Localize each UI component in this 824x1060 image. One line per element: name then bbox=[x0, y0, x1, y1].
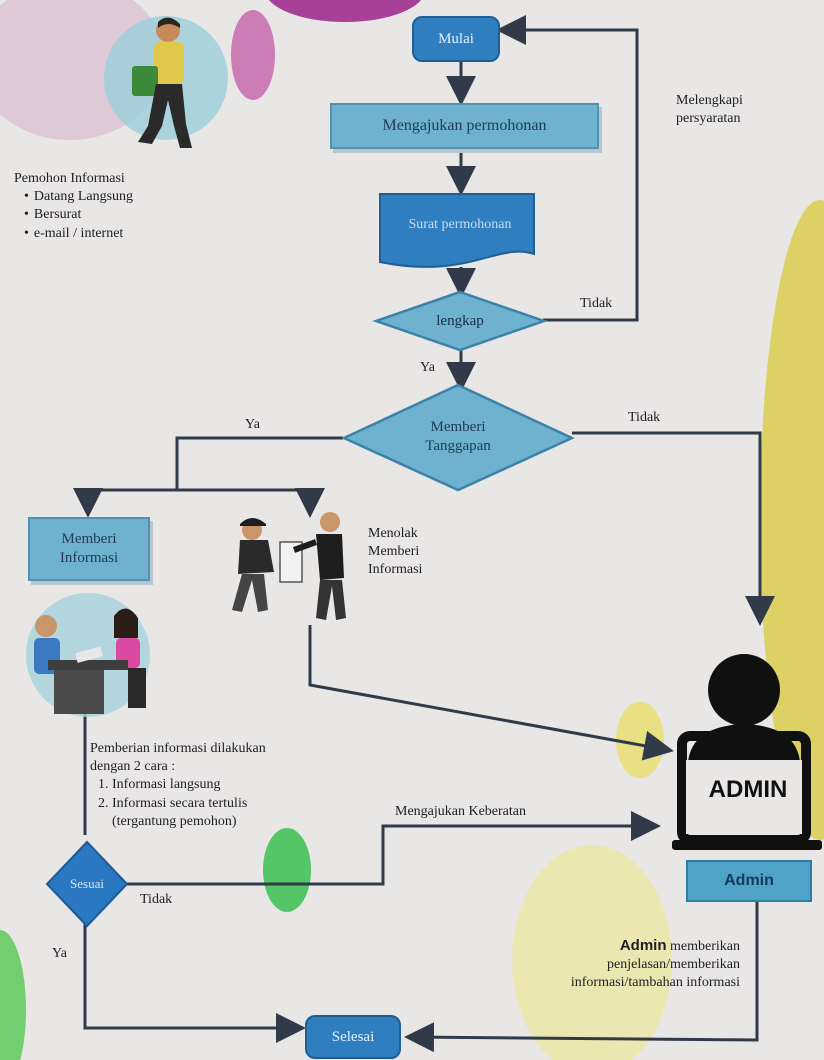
applicant-method-item: e-mail / internet bbox=[24, 225, 184, 243]
yes-suitable-label: Ya bbox=[52, 946, 67, 961]
yes-respond-label: Ya bbox=[245, 417, 260, 432]
info-delivery-way-item: Informasi langsung bbox=[112, 776, 290, 794]
submit-request-label: Mengajukan permohonan bbox=[382, 117, 547, 134]
respond-decision-label: Memberi Tanggapan bbox=[425, 419, 491, 454]
connectors bbox=[73, 15, 775, 1053]
info-delivery-way-item: Informasi secara tertulis (tergantung pe… bbox=[112, 795, 290, 831]
suitable-decision-label: Sesuai bbox=[70, 875, 104, 891]
refuse-info-text: Menolak Memberi Informasi bbox=[368, 525, 478, 580]
applicant-title: Pemohon Informasi bbox=[14, 171, 125, 186]
suitable-decision-node: Sesuai bbox=[56, 870, 118, 898]
applicant-method-item: Bersurat bbox=[24, 206, 184, 224]
refuse-info-label: Menolak Memberi Informasi bbox=[368, 526, 423, 578]
give-info-label: Memberi Informasi bbox=[59, 531, 119, 566]
end-node: Selesai bbox=[305, 1015, 401, 1059]
start-label: Mulai bbox=[438, 30, 474, 47]
suitable-decision-shape bbox=[45, 840, 129, 928]
no-suitable-label: Tidak bbox=[140, 892, 173, 907]
end-label: Selesai bbox=[331, 1028, 375, 1045]
objection-label: Mengajukan Keberatan bbox=[395, 804, 526, 819]
admin-label-box: Admin bbox=[686, 860, 812, 902]
person-walking-icon bbox=[104, 16, 228, 148]
submit-request-node: Mengajukan permohonan bbox=[330, 103, 599, 149]
applicant-method-item: Datang Langsung bbox=[24, 188, 184, 206]
applicant-info-block: Pemohon Informasi Datang Langsung Bersur… bbox=[14, 170, 184, 243]
admin-note-text: memberikan penjelasan/memberikan informa… bbox=[570, 939, 740, 991]
request-letter-shape bbox=[379, 193, 535, 268]
refusing-people-icon bbox=[232, 512, 346, 620]
complete-decision-node: lengkap bbox=[400, 302, 520, 340]
admin-note-bold: Admin bbox=[619, 937, 667, 954]
complete-decision-label: lengkap bbox=[436, 312, 484, 329]
admin-note: Admin memberikan penjelasan/memberikan i… bbox=[550, 936, 740, 993]
info-delivery-intro: Pemberian informasi dilakukan dengan 2 c… bbox=[90, 741, 266, 775]
start-node: Mulai bbox=[412, 16, 500, 62]
admin-label: Admin bbox=[724, 872, 774, 889]
give-info-node: Memberi Informasi bbox=[28, 517, 150, 581]
people-meeting-icon bbox=[26, 593, 150, 717]
respond-decision-node: Memberi Tanggapan bbox=[398, 406, 518, 468]
complete-requirements-label: Melengkapi persyaratan bbox=[676, 93, 743, 127]
no-respond-label: Tidak bbox=[628, 410, 661, 425]
admin-computer-icon bbox=[672, 654, 822, 850]
respond-decision-shape bbox=[341, 383, 575, 492]
no-complete-label: Tidak bbox=[580, 296, 613, 311]
yes-complete-label: Ya bbox=[420, 360, 435, 375]
complete-decision-shape bbox=[372, 290, 548, 352]
request-letter-node: Surat permohonan bbox=[390, 196, 530, 254]
info-delivery-ways-list: Informasi langsung Informasi secara tert… bbox=[90, 776, 290, 831]
admin-screen-text: ADMIN bbox=[708, 776, 788, 803]
info-delivery-block: Pemberian informasi dilakukan dengan 2 c… bbox=[90, 740, 290, 831]
request-letter-label: Surat permohonan bbox=[408, 217, 512, 233]
applicant-methods-list: Datang Langsung Bersurat e-mail / intern… bbox=[14, 188, 184, 243]
